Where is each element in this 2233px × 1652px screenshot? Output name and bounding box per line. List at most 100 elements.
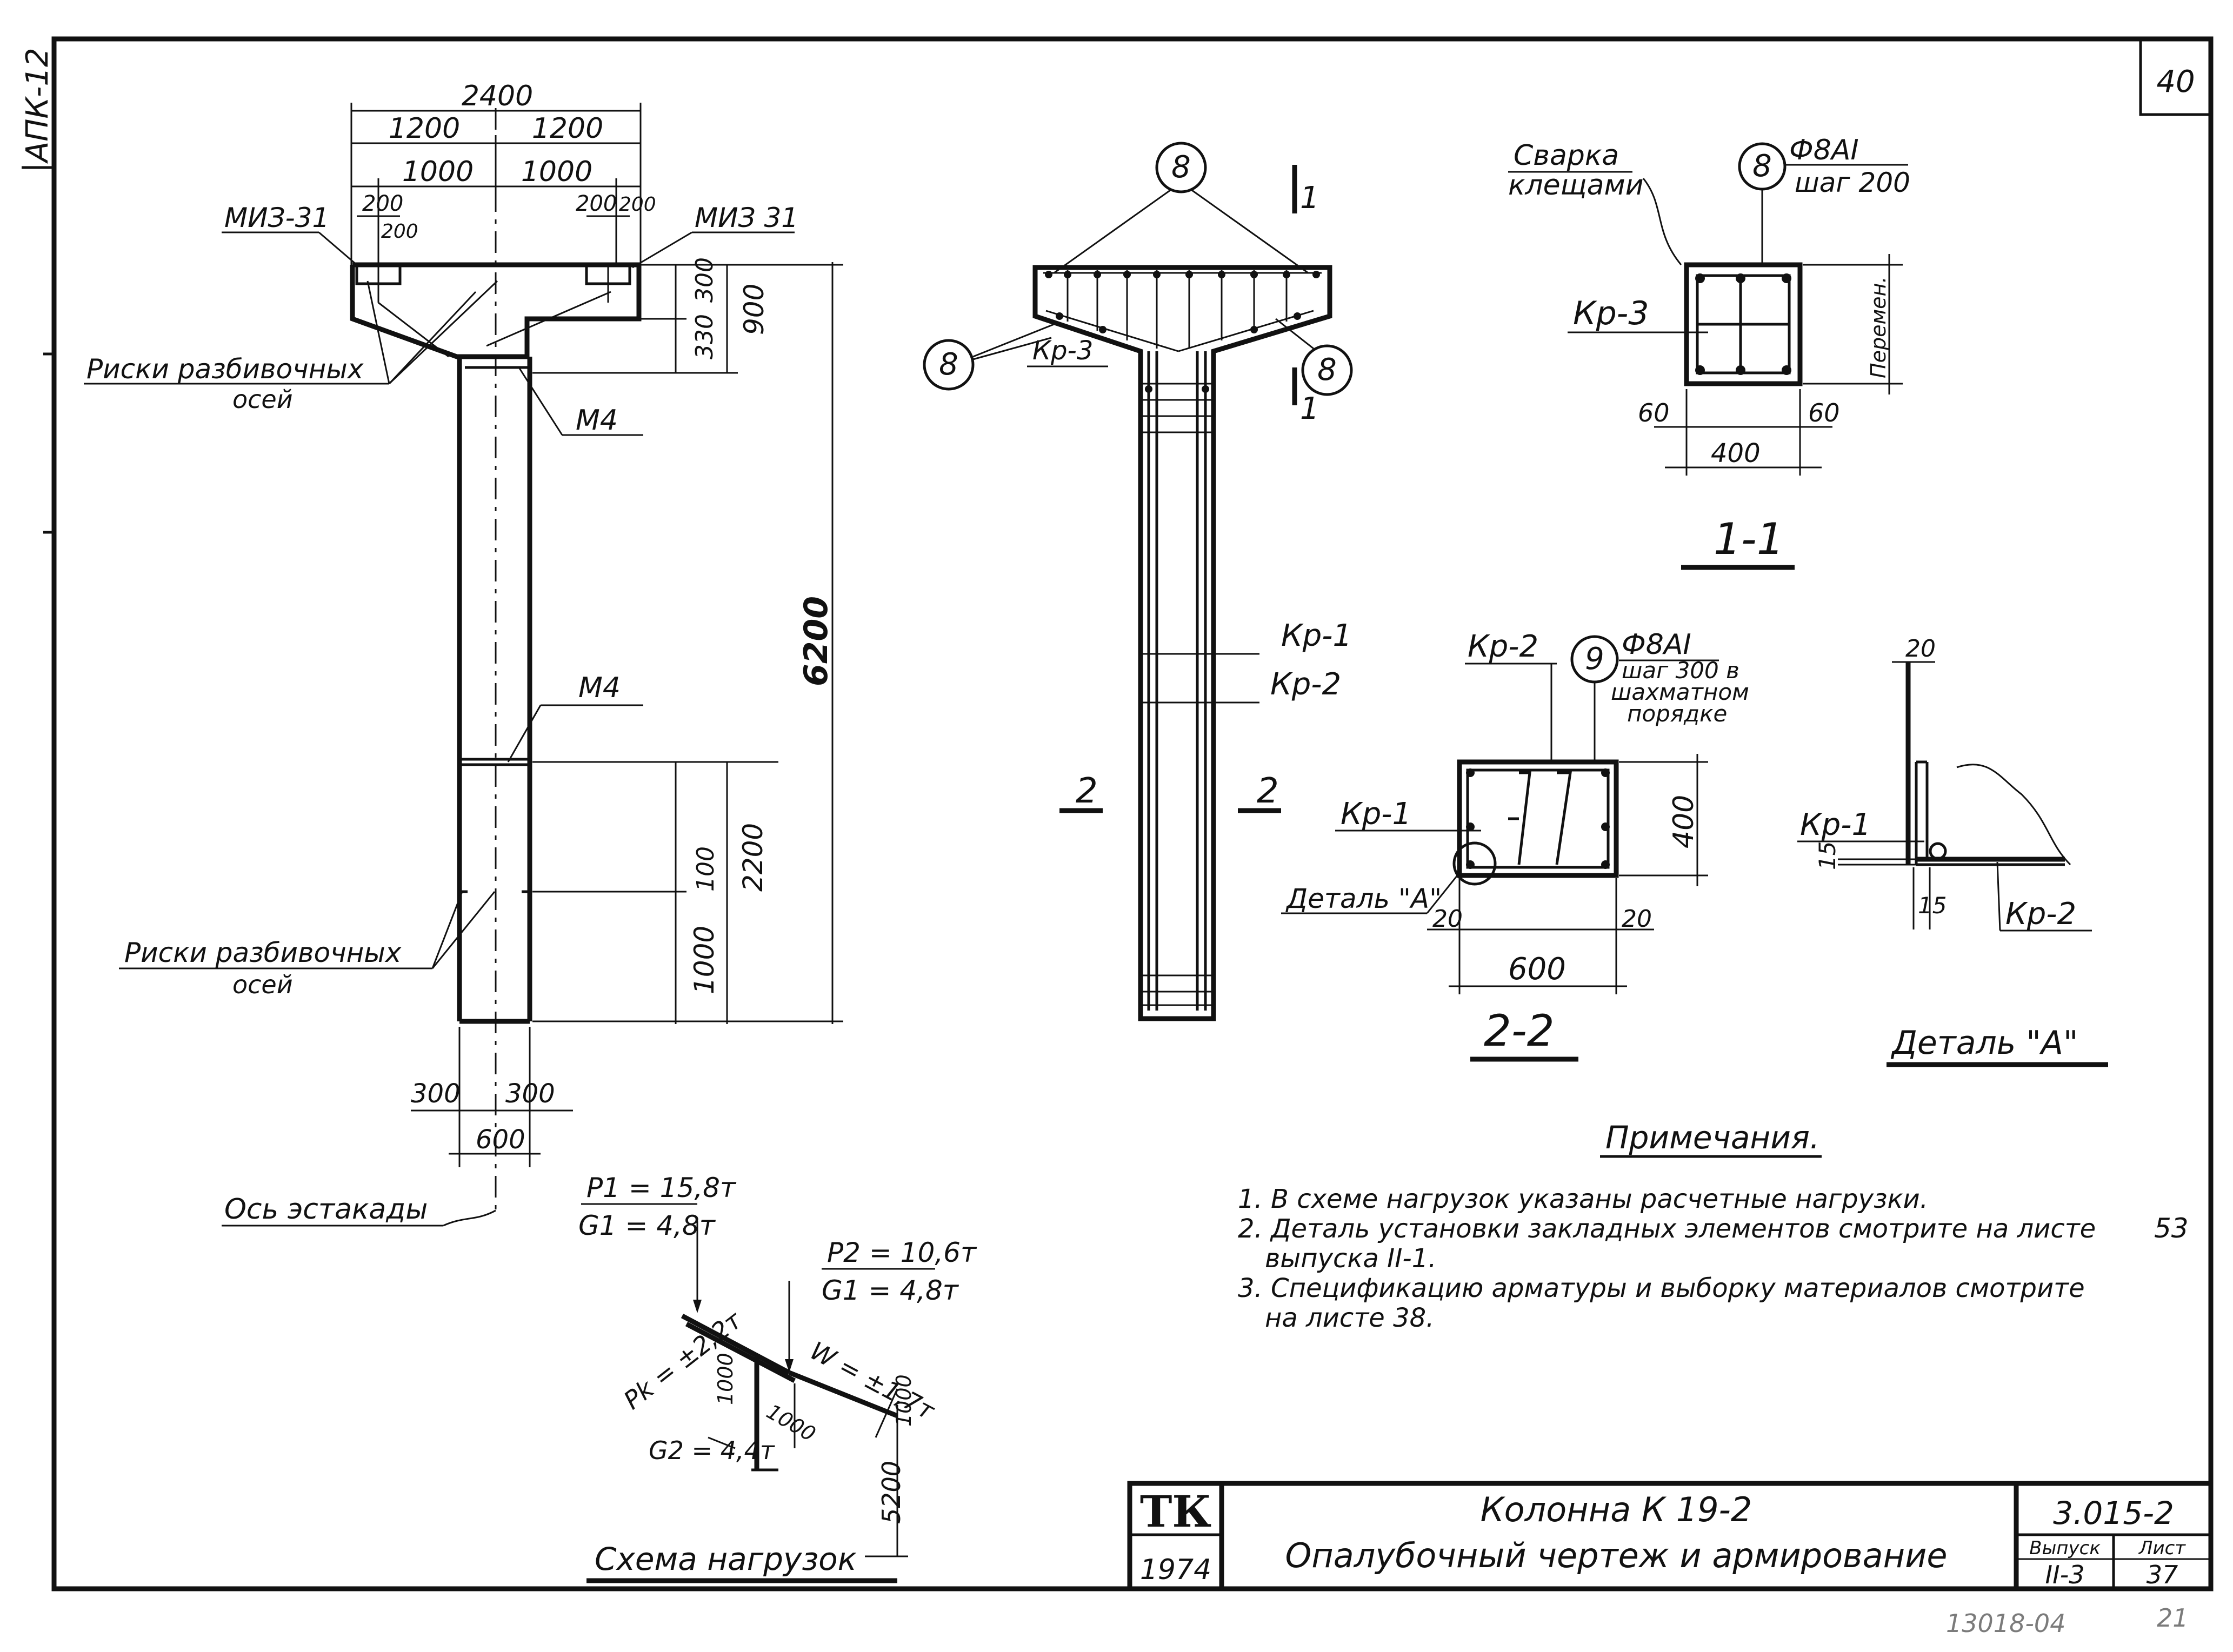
- load-scheme: Ось эстакады P1 = 15,8т G1 = 4,8т P2 = 1…: [222, 1172, 977, 1583]
- section-1-top: 1: [1300, 180, 1319, 216]
- title-line-1: Колонна К 19-2: [1481, 1490, 1752, 1529]
- dim-200-d: 200: [619, 193, 656, 216]
- bar-spec-1: Ф8АI: [1789, 134, 1859, 166]
- note-3b: на листе 38.: [1265, 1303, 1434, 1333]
- m4-top-label: М4: [576, 404, 618, 437]
- dim-1000-left: 1000: [402, 156, 474, 188]
- dim-400-section11: 400: [1711, 438, 1761, 469]
- top-dimensions: 2400 1200 1200 1000 1000 200 200 200 200: [350, 80, 656, 265]
- load-dim-1000-c: 1000: [892, 1374, 916, 1427]
- miz-right-label: МИЗ 31: [695, 202, 798, 233]
- bar-spec22-3: шахматном: [1611, 679, 1749, 705]
- dim-300-right: 300: [505, 1079, 555, 1109]
- dim-300: 300: [691, 257, 718, 303]
- detail-a-title: Деталь "А": [1890, 1024, 2078, 1062]
- weld-label-2: клещами: [1508, 169, 1644, 202]
- dim-300-left: 300: [411, 1079, 461, 1109]
- kr3-section-label: Кр-3: [1573, 295, 1649, 332]
- m4-mid-label: М4: [578, 672, 621, 704]
- detail-a-circle: [1452, 841, 1497, 886]
- issue-value: II-3: [2045, 1560, 2085, 1589]
- reinforcement-view: [1032, 265, 1332, 1021]
- notes-title: Примечания.: [1605, 1119, 1819, 1156]
- load-w: W = ±1,7т: [805, 1336, 940, 1426]
- sheet-number: 40: [2156, 64, 2195, 99]
- mark-8-circle-left: [923, 339, 975, 391]
- load-g1-left: G1 = 4,8т: [578, 1210, 716, 1241]
- section-2-2-title: 2-2: [1484, 1006, 1555, 1056]
- dim-20-right: 20: [1622, 905, 1652, 933]
- note-3a: 3. Спецификацию арматуры и выборку матер…: [1238, 1273, 2085, 1303]
- elevation-labels: МИЗ-31 МИЗ 31 Риски разбивочных осей М4 …: [84, 202, 798, 999]
- reinforcement-labels: 8 8 Кр-3 8 Кр-1 Кр-2 1 1 2 2: [923, 142, 1353, 813]
- right-dimensions: 300 330 900 6200 100 2200 1000: [532, 257, 843, 1024]
- mark-8-section: 8: [1752, 149, 1772, 184]
- dim-900: 900: [738, 284, 770, 335]
- variable-dim: Перемен.: [1867, 277, 1890, 378]
- mark-8-circle-top: [1155, 142, 1207, 193]
- dim-6200: 6200: [797, 596, 835, 686]
- kr3-label: Кр-3: [1032, 336, 1093, 366]
- mark-8-top: 8: [1171, 150, 1191, 185]
- bar-spec-2: шаг 200: [1795, 167, 1910, 198]
- dim-60-left: 60: [1638, 398, 1670, 427]
- bottom-dimensions: 300 300 600: [411, 1027, 573, 1167]
- dim-330: 330: [691, 314, 718, 359]
- load-p1: P1 = 15,8т: [586, 1172, 737, 1203]
- mark-8-right: 8: [1317, 352, 1337, 387]
- dim-1200-right: 1200: [532, 112, 603, 145]
- kr2-label: Кр-2: [1270, 667, 1341, 702]
- dim-1200-left: 1200: [389, 112, 460, 145]
- dim-1000-right: 1000: [521, 156, 592, 188]
- dim-600: 600: [476, 1125, 525, 1155]
- column-elevation: [350, 108, 642, 1216]
- note-1: 1. В схеме нагрузок указаны расчетные на…: [1238, 1184, 1928, 1214]
- dim-400-section22: 400: [1668, 795, 1700, 848]
- sheet-value: 37: [2147, 1560, 2178, 1589]
- detail-a-kr1: Кр-1: [1800, 807, 1871, 842]
- axis-label: Ось эстакады: [224, 1193, 428, 1226]
- kr1-label: Кр-1: [1281, 618, 1352, 653]
- dim-200-c: 200: [576, 191, 617, 216]
- weld-label-1: Сварка: [1514, 139, 1619, 172]
- mark-8-left: 8: [939, 347, 958, 382]
- title-block: ТК 1974 Колонна К 19-2 Опалубочный черте…: [1127, 1481, 2214, 1591]
- detail-a: 20 Кр-1 15 15 Кр-2 Деталь "А": [1797, 635, 2108, 1067]
- section-2-2: Кр-2 9 Ф8АI шаг 300 в шахматном порядке …: [1281, 628, 1749, 1062]
- margin-code: АПК-12: [20, 48, 55, 164]
- bottom-page: 21: [2157, 1603, 2189, 1633]
- dim-1000: 1000: [689, 926, 720, 994]
- issue-label: Выпуск: [2029, 1537, 2101, 1559]
- bar-spec22-1: Ф8АI: [1622, 628, 1691, 661]
- title-year: 1974: [1140, 1554, 1211, 1586]
- dim-200-b: 200: [381, 220, 418, 243]
- bottom-note: 13018-04: [1946, 1609, 2065, 1638]
- sheet-number-box: [2139, 37, 2212, 116]
- dim-2400: 2400: [462, 80, 533, 112]
- bar-spec22-4: порядке: [1627, 700, 1727, 727]
- detail-a-dim-15a: 15: [1814, 841, 1841, 870]
- miz-left-label: МИЗ-31: [224, 202, 329, 233]
- dim-2200: 2200: [737, 823, 769, 892]
- marks-top-label-1: Риски разбивочных: [86, 353, 364, 385]
- dim-200-a: 200: [362, 191, 403, 216]
- note-2-sheet: 53: [2154, 1213, 2189, 1244]
- detail-a-dim-15b: 15: [1918, 892, 1947, 919]
- load-dim-5200: 5200: [877, 1461, 906, 1524]
- section-1-1-title: 1-1: [1714, 514, 1784, 564]
- dim-100: 100: [692, 846, 719, 892]
- kr2-section22: Кр-2: [1468, 629, 1538, 664]
- detail-a-dim-20: 20: [1905, 635, 1936, 663]
- marks-bottom-label-1: Риски разбивочных: [124, 937, 402, 968]
- notes: Примечания. 1. В схеме нагрузок указаны …: [1238, 1119, 2189, 1333]
- kr1-section22: Кр-1: [1341, 797, 1411, 832]
- note-2a: 2. Деталь установки закладных элементов …: [1238, 1214, 2096, 1244]
- load-g1-right: G1 = 4,8т: [822, 1275, 959, 1306]
- dim-600-section22: 600: [1508, 952, 1566, 987]
- load-dim-1000-a: 1000: [714, 1353, 737, 1405]
- bar-spec22-2: шаг 300 в: [1622, 657, 1739, 684]
- load-scheme-title: Схема нагрузок: [595, 1541, 857, 1577]
- series-code: 3.015-2: [2053, 1495, 2174, 1531]
- dim-20-left: 20: [1432, 905, 1463, 933]
